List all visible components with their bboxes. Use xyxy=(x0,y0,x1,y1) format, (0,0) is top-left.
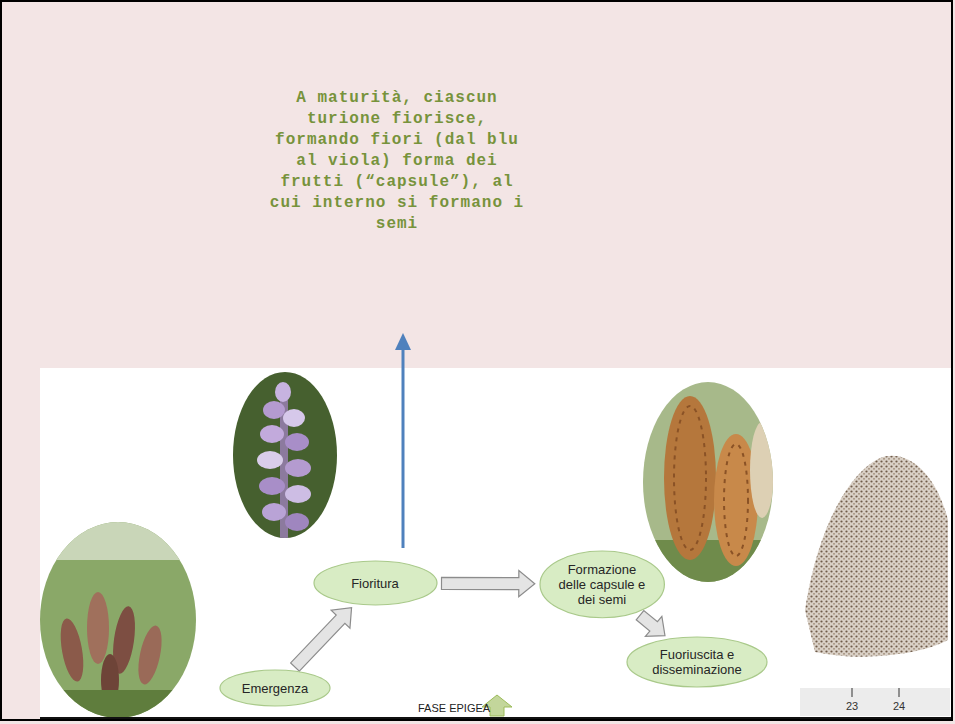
ruler-ticks xyxy=(800,688,950,696)
block-arrow xyxy=(291,608,352,672)
node-text-group: Fuoriuscita e disseminazione xyxy=(647,647,747,677)
flower xyxy=(262,503,286,521)
ruler xyxy=(800,688,950,716)
turion-spike xyxy=(57,617,88,684)
ruler-major-tick xyxy=(852,688,853,697)
stage-ellipse: Fioritura xyxy=(313,560,438,606)
node-text-group: Formazione delle capsule e dei semi xyxy=(558,562,646,607)
flower xyxy=(257,451,283,469)
node-label: Fioritura xyxy=(351,576,399,591)
seed-heap-texture xyxy=(805,456,948,657)
block-arrow xyxy=(636,611,665,637)
capsule-texture xyxy=(674,406,706,550)
pointer-arrow xyxy=(395,333,411,548)
node-label: Fuoriuscita e disseminazione xyxy=(647,647,747,677)
flower xyxy=(263,401,285,419)
flower xyxy=(275,382,291,402)
photo-ground xyxy=(230,370,342,540)
node-text-group: Emergenza xyxy=(242,681,308,696)
stage-ellipse: Formazione delle capsule e dei semi xyxy=(539,550,665,619)
capsule-spike xyxy=(750,422,774,518)
seeds-photo xyxy=(800,456,950,716)
ruler-major-tick xyxy=(899,688,900,697)
ellipse-fill xyxy=(314,561,437,605)
baseline xyxy=(40,717,952,719)
flower xyxy=(260,425,284,443)
flower xyxy=(285,433,309,451)
phase-label: FASE EPIGEA xyxy=(418,702,490,715)
flowering-photo xyxy=(230,370,342,540)
turion-spike xyxy=(87,592,109,664)
capsule-texture xyxy=(724,444,748,556)
scale-number: 23 xyxy=(846,700,858,712)
ellipse-fill xyxy=(540,551,664,618)
flower xyxy=(259,477,285,495)
capsule-spike xyxy=(664,396,716,560)
turion-spike xyxy=(134,624,166,687)
block-arrow xyxy=(441,571,534,597)
ellipse-fill xyxy=(220,670,330,706)
pointer-shaft xyxy=(402,346,405,548)
flower xyxy=(285,485,311,503)
seed-heap xyxy=(805,456,948,657)
photo-ground xyxy=(38,520,200,720)
flower xyxy=(283,409,305,427)
flower xyxy=(285,513,309,531)
node-label: Emergenza xyxy=(242,681,308,696)
node-text-group: Fioritura xyxy=(351,576,399,591)
node-label: Formazione delle capsule e dei semi xyxy=(558,562,646,607)
stage-ellipse: Fuoriuscita e disseminazione xyxy=(626,636,768,688)
emergence-photo xyxy=(38,520,200,720)
photo-sky xyxy=(38,520,200,560)
scale-number: 24 xyxy=(893,700,905,712)
ellipse-fill xyxy=(627,637,767,687)
stage-ellipse: Emergenza xyxy=(219,669,331,707)
grass xyxy=(38,690,200,720)
photo-ground xyxy=(640,380,776,585)
flower xyxy=(285,459,311,477)
capsules-photo xyxy=(640,380,776,585)
annotation-note: A maturità, ciascun turione fiorisce, fo… xyxy=(262,88,532,235)
pointer-head xyxy=(395,333,411,350)
